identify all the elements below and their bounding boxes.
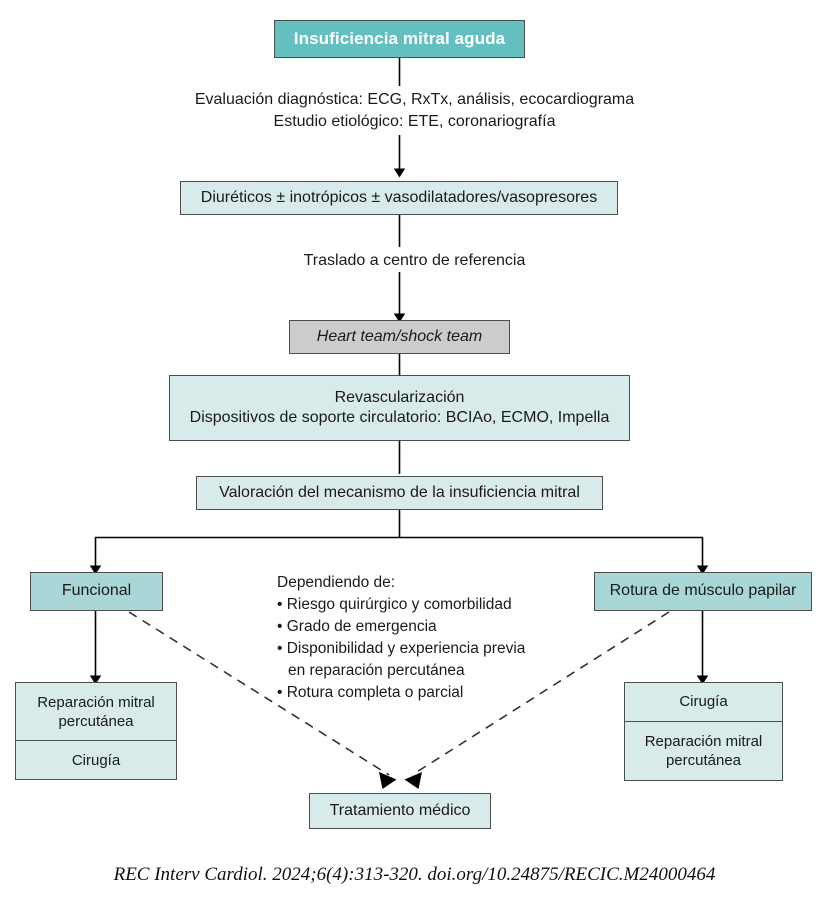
right-option-2-line-1: Reparación mitral (644, 732, 763, 750)
revasc-line-2: Dispositivos de soporte circulatorio: BC… (189, 409, 610, 426)
text-depends-on-list: Dependiendo de: • Riesgo quirúrgico y co… (277, 572, 557, 704)
right-option-2-line-2: percutánea (665, 752, 742, 769)
right-option-cell-2: Reparación mitral percutánea (625, 721, 782, 780)
depends-item-3: en reparación percutánea (288, 662, 465, 679)
node-rupture-label: Rotura de músculo papilar (609, 582, 797, 600)
left-option-2-line-1: Cirugía (71, 751, 121, 769)
node-diuretics-label: Diuréticos ± inotrópicos ± vasodilatador… (200, 188, 598, 206)
node-medical-treatment-label: Tratamiento médico (329, 801, 471, 819)
depends-heading: Dependiendo de: (277, 574, 396, 591)
node-heart-team-label: Heart team/shock team (316, 327, 483, 345)
node-acute-mitral-regurgitation: Insuficiencia mitral aguda (274, 20, 525, 58)
text-diagnostic-evaluation: Evaluación diagnóstica: ECG, RxTx, análi… (0, 89, 829, 132)
citation-text: REC Interv Cardiol. 2024;6(4):313-320. d… (113, 864, 716, 885)
node-medical-treatment: Tratamiento médico (309, 793, 491, 829)
right-option-cell-1: Cirugía (625, 683, 782, 721)
node-functional: Funcional (30, 572, 163, 611)
node-mechanism-assessment: Valoración del mecanismo de la insuficie… (196, 476, 603, 510)
transfer-label: Traslado a centro de referencia (303, 252, 526, 269)
node-right-treatment-options: Cirugía Reparación mitral percutánea (624, 682, 783, 781)
node-diuretics-inotropes: Diuréticos ± inotrópicos ± vasodilatador… (180, 181, 618, 215)
revasc-line-1: Revascularización (334, 388, 465, 406)
eval-line-2: Estudio etiológico: ETE, coronariografía (273, 112, 556, 130)
node-mechanism-label: Valoración del mecanismo de la insuficie… (219, 483, 580, 501)
node-revascularization-support: Revascularización Dispositivos de soport… (169, 375, 630, 441)
node-functional-label: Funcional (61, 582, 132, 600)
node-papillary-muscle-rupture: Rotura de músculo papilar (594, 572, 812, 611)
depends-item-1: • Grado de emergencia (277, 618, 437, 635)
depends-item-0: • Riesgo quirúrgico y comorbilidad (277, 596, 512, 613)
left-option-cell-1: Reparación mitral percutánea (16, 683, 176, 740)
left-option-1-line-1: Reparación mitral (37, 693, 155, 711)
depends-item-2: • Disponibilidad y experiencia previa (277, 640, 526, 657)
node-left-treatment-options: Reparación mitral percutánea Cirugía (15, 682, 177, 780)
eval-line-1: Evaluación diagnóstica: ECG, RxTx, análi… (194, 91, 635, 108)
left-option-cell-2: Cirugía (16, 740, 176, 779)
node-title-label: Insuficiencia mitral aguda (293, 29, 506, 49)
text-transfer-to-reference-center: Traslado a centro de referencia (0, 250, 829, 272)
depends-item-4: • Rotura completa o parcial (277, 684, 464, 701)
arrowhead-medical-left (379, 772, 397, 789)
arrowhead-medical-right (404, 772, 422, 789)
right-option-1-line-1: Cirugía (679, 693, 728, 711)
left-option-1-line-2: percutánea (58, 712, 134, 730)
figure-citation: REC Interv Cardiol. 2024;6(4):313-320. d… (0, 864, 829, 886)
node-heart-team-shock-team: Heart team/shock team (289, 320, 510, 354)
